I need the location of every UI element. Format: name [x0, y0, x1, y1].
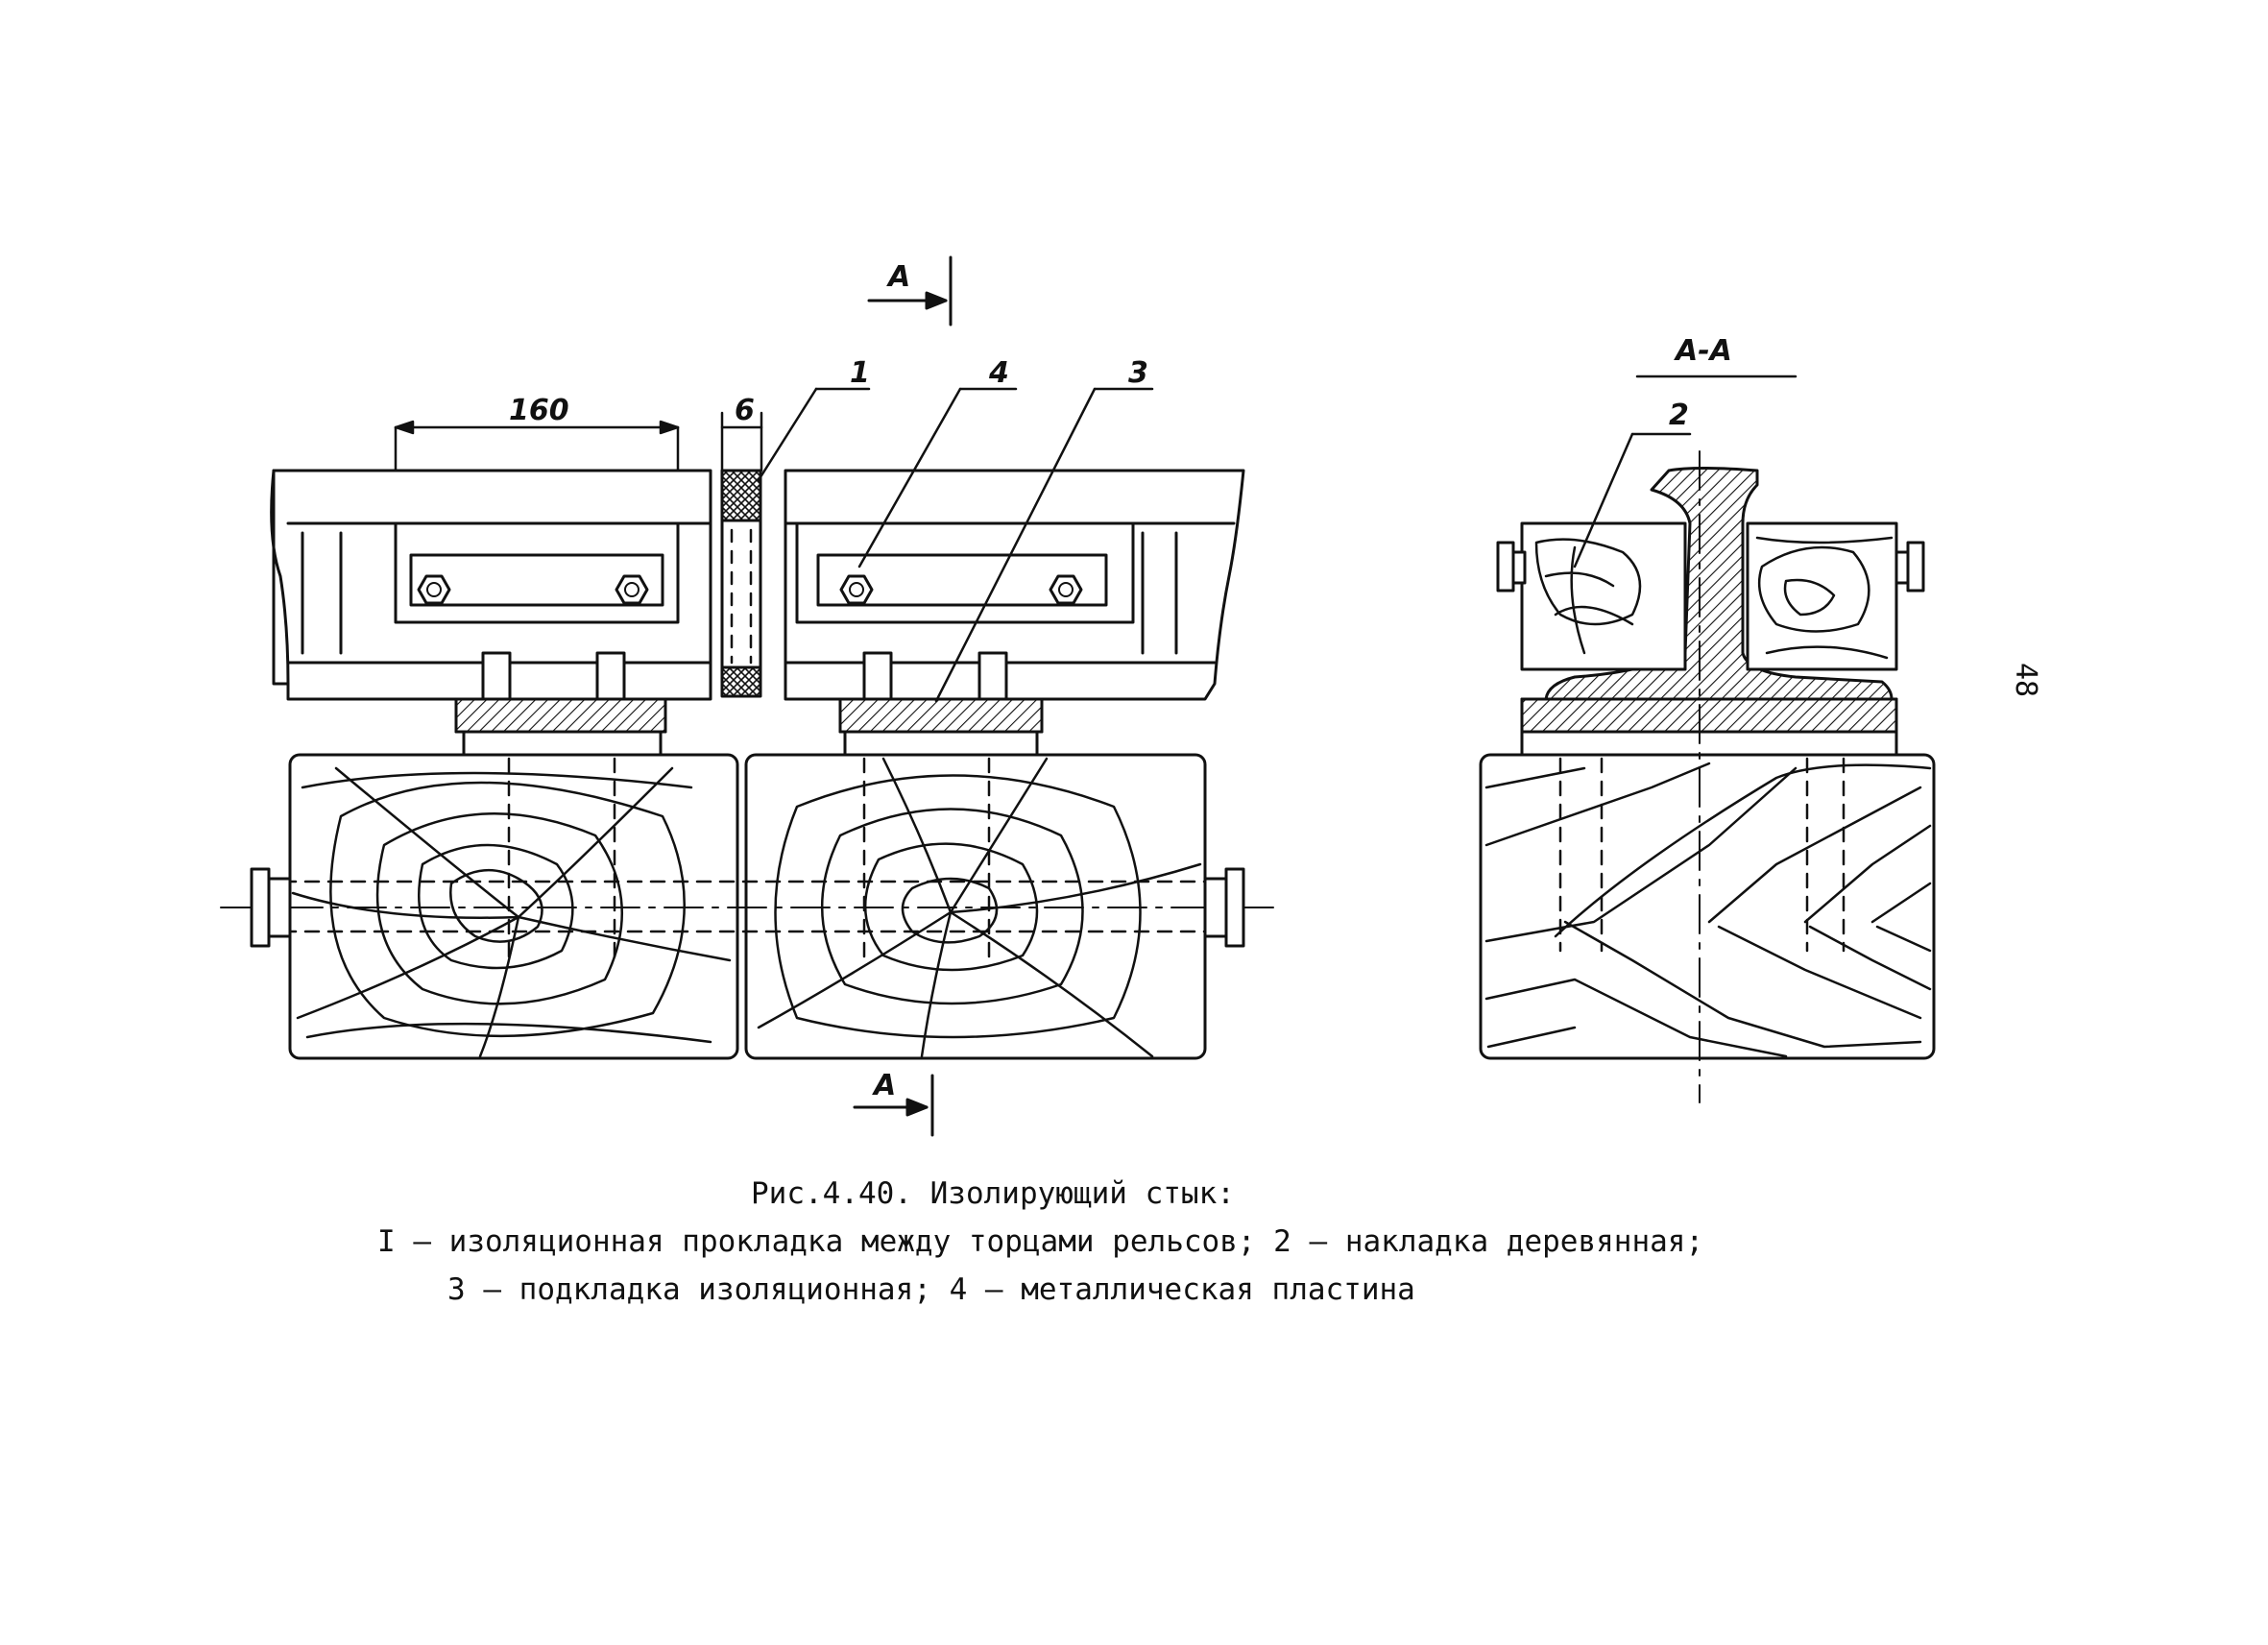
- metal-plate-right: [795, 521, 1135, 624]
- section-marker-top: [867, 255, 953, 327]
- figure-caption-line-1: I – изоляционная прокладка между торцами…: [377, 1224, 1704, 1259]
- section-marker-bottom-label: А: [872, 1069, 896, 1102]
- dimension-160-label: 160: [509, 394, 569, 427]
- callout-2-label: 2: [1669, 399, 1689, 432]
- fishplate-left: [394, 521, 680, 624]
- section-marker-bottom: [853, 1074, 934, 1137]
- leader-callout-4: [857, 387, 1018, 568]
- sleeper-left: [288, 753, 739, 1060]
- insulating-underlay-right: [838, 697, 1044, 757]
- insulating-underlay-left: [454, 697, 667, 757]
- leader-callout-2: [1573, 432, 1692, 568]
- insulating-gasket: [720, 469, 762, 698]
- section-marker-top-label: А: [886, 260, 910, 294]
- through-bolt: [220, 757, 1278, 962]
- dimension-6-label: 6: [735, 394, 755, 427]
- page-number: 48: [2009, 663, 2042, 697]
- callout-4-label: 4: [988, 356, 1009, 390]
- callout-1-label: 1: [850, 356, 870, 390]
- figure-caption-title: Рис.4.40. Изолирующий стык:: [751, 1176, 1235, 1211]
- leader-callout-1: [757, 387, 871, 482]
- section-view: [1479, 450, 1936, 1103]
- dimension-6: [720, 411, 763, 472]
- figure-caption-line-2: 3 – подкладка изоляционная; 4 – металлич…: [447, 1272, 1415, 1307]
- callout-3-label: 3: [1128, 356, 1148, 390]
- leader-callout-3: [934, 387, 1154, 703]
- bolt-stubs: [481, 651, 1008, 701]
- section-view-title: А-А: [1674, 334, 1732, 368]
